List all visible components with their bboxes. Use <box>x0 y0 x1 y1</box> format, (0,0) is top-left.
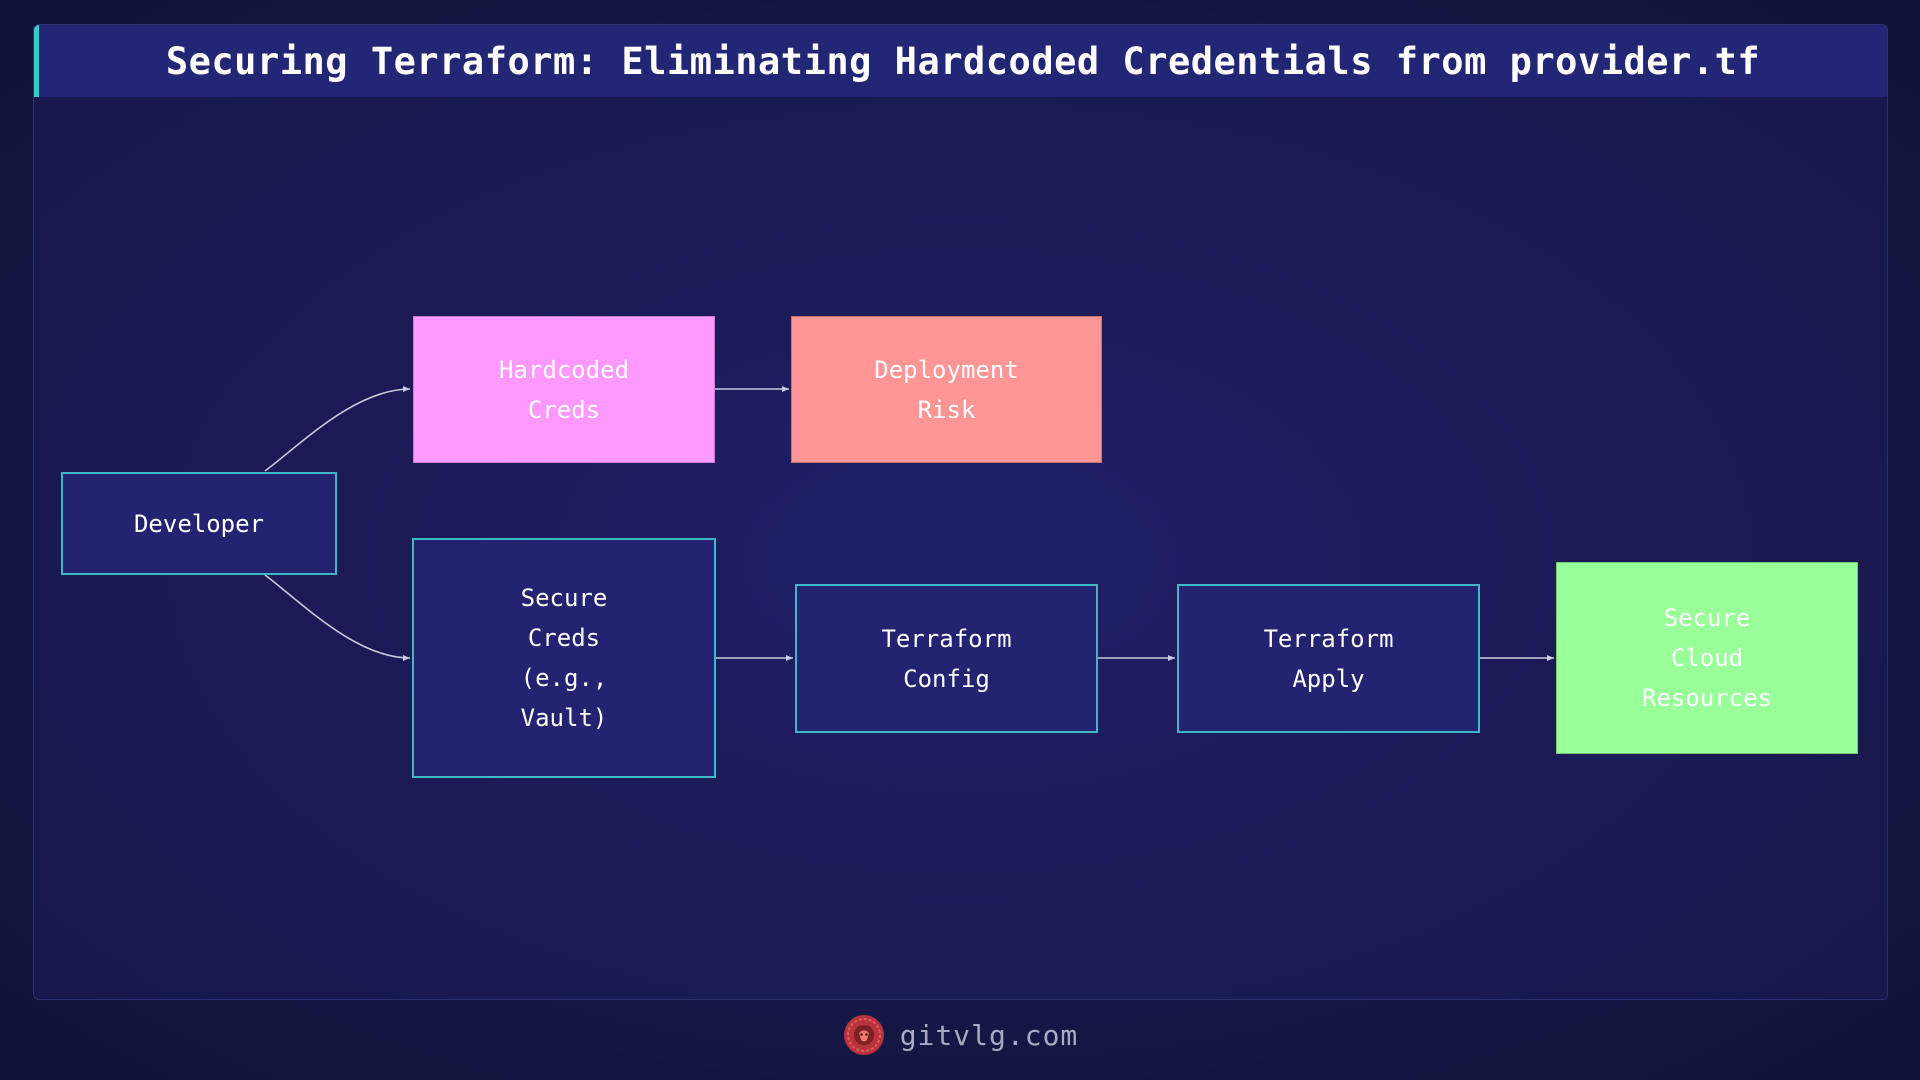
node-terraform-apply-label: Terraform Apply <box>1263 624 1394 693</box>
node-secure-creds-label: Secure Creds (e.g., Vault) <box>520 584 608 732</box>
footer-site-link[interactable]: gitvlg.com <box>899 1018 1079 1052</box>
edge-developer-to-hardcoded-creds <box>264 386 411 472</box>
node-secure-cloud-resources-label: Secure Cloud Resources <box>1641 604 1773 712</box>
edge-developer-to-secure-creds <box>264 574 411 661</box>
node-secure-cloud-resources: Secure Cloud Resources <box>1556 562 1858 754</box>
diagram-title: Securing Terraform: Eliminating Hardcode… <box>165 39 1761 83</box>
node-terraform-apply: Terraform Apply <box>1177 584 1480 733</box>
node-deployment-risk: Deployment Risk <box>791 316 1102 463</box>
node-hardcoded-creds: Hardcoded Creds <box>413 316 715 463</box>
node-developer: Developer <box>61 472 337 575</box>
node-developer-label: Developer <box>133 509 265 538</box>
node-hardcoded-creds-label: Hardcoded Creds <box>498 355 630 424</box>
title-bar: Securing Terraform: Eliminating Hardcode… <box>34 25 1887 97</box>
lion-logo-icon <box>843 1015 884 1055</box>
node-terraform-config: Terraform Config <box>795 584 1098 733</box>
node-deployment-risk-label: Deployment Risk <box>874 355 1019 424</box>
diagram-frame: Securing Terraform: Eliminating Hardcode… <box>33 24 1888 1000</box>
footer: gitvlg.com <box>0 1012 1920 1058</box>
node-terraform-config-label: Terraform Config <box>881 624 1012 693</box>
node-secure-creds: Secure Creds (e.g., Vault) <box>412 538 716 778</box>
